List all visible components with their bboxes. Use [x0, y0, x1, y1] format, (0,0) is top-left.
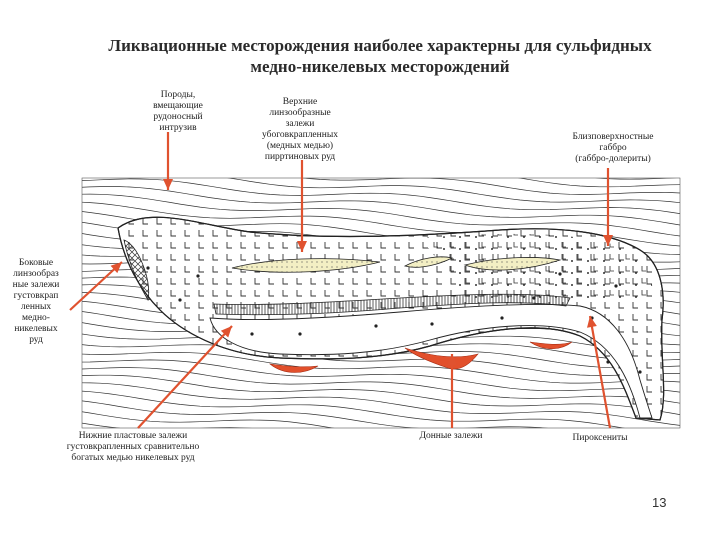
- arrow-head: [110, 262, 122, 274]
- upper-lens-2: [403, 256, 454, 268]
- stratum-line: [82, 400, 549, 428]
- stratum-line: [300, 178, 680, 195]
- title-line-2: медно-никелевых месторождений: [250, 57, 510, 76]
- stratum-line: [82, 382, 680, 426]
- slide-title: Ликвационные месторождения наиболее хара…: [60, 35, 700, 77]
- stratum-line: [82, 390, 626, 428]
- arrow-head: [297, 241, 307, 252]
- arrow-head: [587, 316, 597, 328]
- bottom-ore-3: [529, 341, 573, 350]
- arrow-line: [137, 325, 233, 429]
- label-near-surface-gabbro: Близповерхностные габбро (габбро-долерит…: [572, 132, 654, 164]
- title-line-1: Ликвационные месторождения наиболее хара…: [108, 36, 652, 55]
- stratum-line: [517, 178, 680, 188]
- stratum-line: [82, 351, 680, 384]
- stratum-line: [82, 411, 335, 428]
- label-bottom-deposits: Донные залежи: [419, 431, 483, 441]
- label-lower-sheet: Нижние пластовые залежи густовкрапленных…: [66, 431, 200, 463]
- stratum-line: [80, 466, 690, 506]
- label-upper-lenses: Верхние линзообразные залежи убоговкрапл…: [262, 97, 338, 162]
- stratum-line: [227, 178, 680, 204]
- bottom-ore-1: [268, 363, 319, 373]
- page-number: 13: [652, 495, 667, 510]
- arrow-head: [603, 235, 613, 246]
- stratum-line: [82, 344, 680, 376]
- upper-lens-3: [463, 257, 562, 271]
- ore-dot-markers: [146, 266, 642, 374]
- pointer-arrows: [69, 132, 613, 429]
- upper-lens-1: [231, 258, 381, 273]
- arrow-line: [588, 315, 612, 429]
- stratum-line: [82, 359, 680, 393]
- lower-ore-sheet: [213, 293, 571, 316]
- bottom-ore-2: [404, 347, 479, 370]
- label-pyroxenites: Пироксениты: [572, 433, 628, 443]
- arrow-line: [69, 261, 123, 311]
- lateral-ore-lens: [123, 239, 150, 302]
- stratum-line: [82, 193, 680, 237]
- stratum-line: [82, 367, 680, 404]
- label-lateral-lenses: Боковые линзообраз ные залежи густовкрап…: [12, 258, 60, 345]
- stratum-line: [82, 186, 680, 226]
- arrow-head: [220, 326, 232, 338]
- host-rock-frame: [81, 177, 681, 429]
- upper-gabbro-zone: [420, 233, 653, 303]
- label-host-rocks: Породы, вмещающие рудоносный интрузив: [153, 90, 203, 133]
- pyroxenite-channel: [209, 303, 653, 419]
- stratum-line: [82, 374, 680, 415]
- arrow-head: [447, 354, 457, 365]
- arrow-head: [163, 179, 173, 190]
- stratum-line: [82, 178, 680, 214]
